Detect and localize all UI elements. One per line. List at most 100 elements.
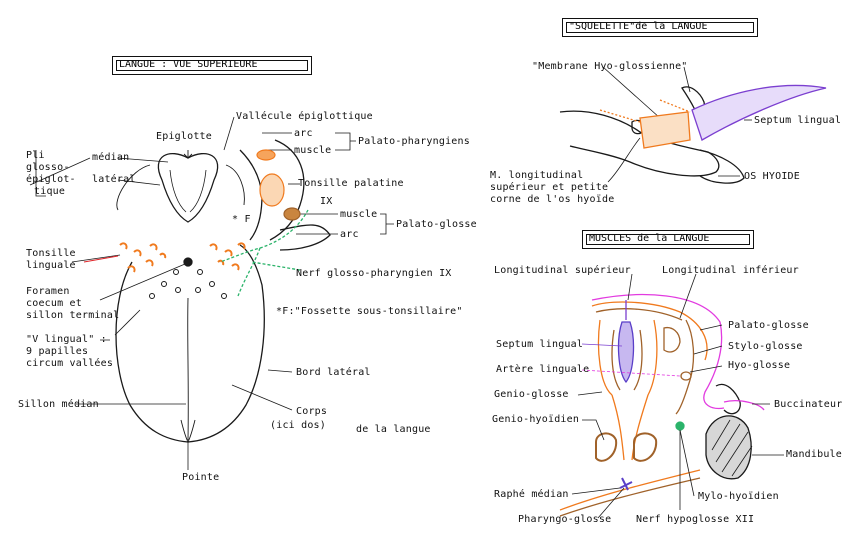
- left-leader-lines: [29, 116, 394, 470]
- hyoid-lower-body: [699, 149, 745, 184]
- tonsille-linguale-leader: [83, 255, 119, 263]
- label-m-long-1: M. longitudinal: [490, 170, 584, 181]
- label-nerf-glosso-pharyngien: Nerf glosso-pharyngien IX: [296, 268, 452, 279]
- membrane-hyoglossienne: [639, 111, 691, 149]
- label-genio-hyoidien: Genio-hyoïdien: [492, 414, 580, 425]
- sillon-median-line: [187, 297, 189, 441]
- label-sillon-median: Sillon médian: [18, 399, 99, 410]
- label-fossette: *F:"Fossette sous-tonsillaire": [276, 306, 463, 317]
- mylo-hyoidien: [559, 469, 701, 511]
- raphe-median: [619, 477, 633, 491]
- label-vallecule: Vallécule épiglottique: [236, 111, 373, 122]
- title-skeleton-text: "SQUELETTE"de la LANGUE: [569, 21, 708, 32]
- epiglottis-arrow: [183, 150, 193, 159]
- label-ix: IX: [320, 196, 333, 207]
- label-lateral: latéral: [92, 174, 136, 185]
- hyoid-bone-outline: [559, 110, 720, 177]
- label-buccinateur: Buccinateur: [774, 399, 843, 410]
- skeleton-dashed-lines: [599, 99, 691, 123]
- label-pointe: Pointe: [182, 472, 220, 483]
- label-v-lingual-3: circum vallées: [26, 358, 114, 369]
- label-membrane: "Membrane Hyo-glossienne": [532, 61, 688, 72]
- mucosa-outline: [591, 293, 725, 410]
- label-palato-glosse: Palato-glosse: [396, 219, 477, 230]
- label-tonsille-linguale-2: linguale: [26, 260, 76, 271]
- foramen-coecum: [183, 257, 193, 267]
- label-tonsille-palatine: Tonsille palatine: [298, 178, 404, 189]
- tonsils-colored: [83, 149, 309, 297]
- septum-shape: [617, 321, 635, 384]
- epiglottis-inner-right: [189, 169, 207, 213]
- label-pli-1: Pli: [26, 150, 45, 161]
- hyo-glosse: [675, 319, 695, 415]
- artere-linguale-shape: [680, 371, 692, 381]
- longitudinal-inferior: [663, 326, 681, 353]
- muscles-cross-section: [559, 273, 784, 519]
- label-f-mark: * F: [232, 214, 251, 225]
- label-septum-lingual-top: Septum lingual: [754, 115, 842, 126]
- label-palato-pharyngiens: Palato-pharyngiens: [358, 136, 470, 147]
- vallecula-left: [116, 164, 151, 211]
- label-mylo-hyoidien: Mylo-hyoïdien: [698, 491, 779, 502]
- tongue-upper-brown: [595, 308, 683, 321]
- label-v-lingual-2: 9 papilles: [26, 346, 89, 357]
- label-pharyngo-glosse: Pharyngo-glosse: [518, 514, 612, 525]
- label-palato-glosse-right: Palato-glosse: [728, 320, 809, 331]
- muscles-leader-lines: [571, 273, 784, 519]
- label-muscle-2: muscle: [340, 209, 378, 220]
- pharynx-arc-1: [239, 149, 263, 241]
- pharynx-arc-3: [279, 224, 331, 251]
- label-mandibule: Mandibule: [786, 449, 842, 460]
- tongue-upper-orange: [591, 301, 708, 361]
- lingual-tonsil-patches: [119, 242, 246, 273]
- label-de-la-langue: de la langue: [356, 424, 431, 435]
- label-tonsille-linguale-1: Tonsille: [26, 248, 76, 259]
- label-foramen-3: sillon terminal: [26, 310, 120, 321]
- septum-lingual-shape: [691, 84, 827, 141]
- tongue-outline: [115, 244, 265, 443]
- epiglottis: [157, 153, 219, 223]
- label-epiglotte: Epiglotte: [156, 131, 212, 142]
- title-langue-vue-superieure: LANGUE : VUE SUPERIEURE: [112, 56, 312, 75]
- palato-glosse-muscle: [283, 207, 301, 221]
- label-v-lingual-1: "V lingual" :: [26, 334, 107, 345]
- label-foramen-2: coecum et: [26, 298, 82, 309]
- label-hyo-glosse: Hyo-glosse: [728, 360, 791, 371]
- label-m-long-3: corne de l'os hyoïde: [490, 194, 615, 205]
- genio-hyoidien-right: [633, 432, 658, 462]
- label-stylo-glosse: Stylo-glosse: [728, 341, 803, 352]
- label-muscle-1: muscle: [294, 145, 332, 156]
- label-median: médian: [92, 152, 130, 163]
- epiglottis-inner-left: [169, 169, 187, 213]
- label-m-long-2: supérieur et petite: [490, 182, 609, 193]
- tonsille-palatine-shape: [259, 173, 285, 207]
- title-left-text: LANGUE : VUE SUPERIEURE: [119, 59, 258, 70]
- label-nerf-hypoglosse: Nerf hypoglosse XII: [636, 514, 755, 525]
- label-os-hyoide: OS HYOIDE: [744, 171, 800, 182]
- nerf-hypoglosse-dot: [675, 421, 685, 431]
- label-bord-lateral: Bord latéral: [296, 367, 371, 378]
- tongue-superior-view: [29, 116, 394, 470]
- buccinateur: [715, 383, 741, 415]
- mandibule: [705, 415, 752, 480]
- label-long-sup: Longitudinal supérieur: [494, 265, 631, 276]
- mandibule-hatch: [711, 419, 753, 477]
- label-raphe-median: Raphé médian: [494, 489, 569, 500]
- label-long-inf: Longitudinal inférieur: [662, 265, 799, 276]
- skeleton-colored: [599, 84, 827, 149]
- label-pli-2: glosso-: [26, 162, 70, 173]
- label-foramen-1: Foramen: [26, 286, 70, 297]
- label-arc-2: arc: [340, 229, 359, 240]
- palato-pharyngien-muscle: [256, 149, 276, 161]
- genio-hyoidien-left: [595, 432, 618, 462]
- label-artere-linguale: Artère linguale: [496, 364, 590, 375]
- genio-glosse-bands: [597, 319, 658, 461]
- label-corps-2: (ici dos): [270, 420, 326, 431]
- label-arc-1: arc: [294, 128, 313, 139]
- label-septum-lingual: Septum lingual: [496, 339, 584, 350]
- title-muscles-text: MUSCLES de la LANGUE: [589, 233, 710, 244]
- vallecula-right: [225, 164, 245, 206]
- title-squelette: "SQUELETTE"de la LANGUE: [562, 18, 758, 37]
